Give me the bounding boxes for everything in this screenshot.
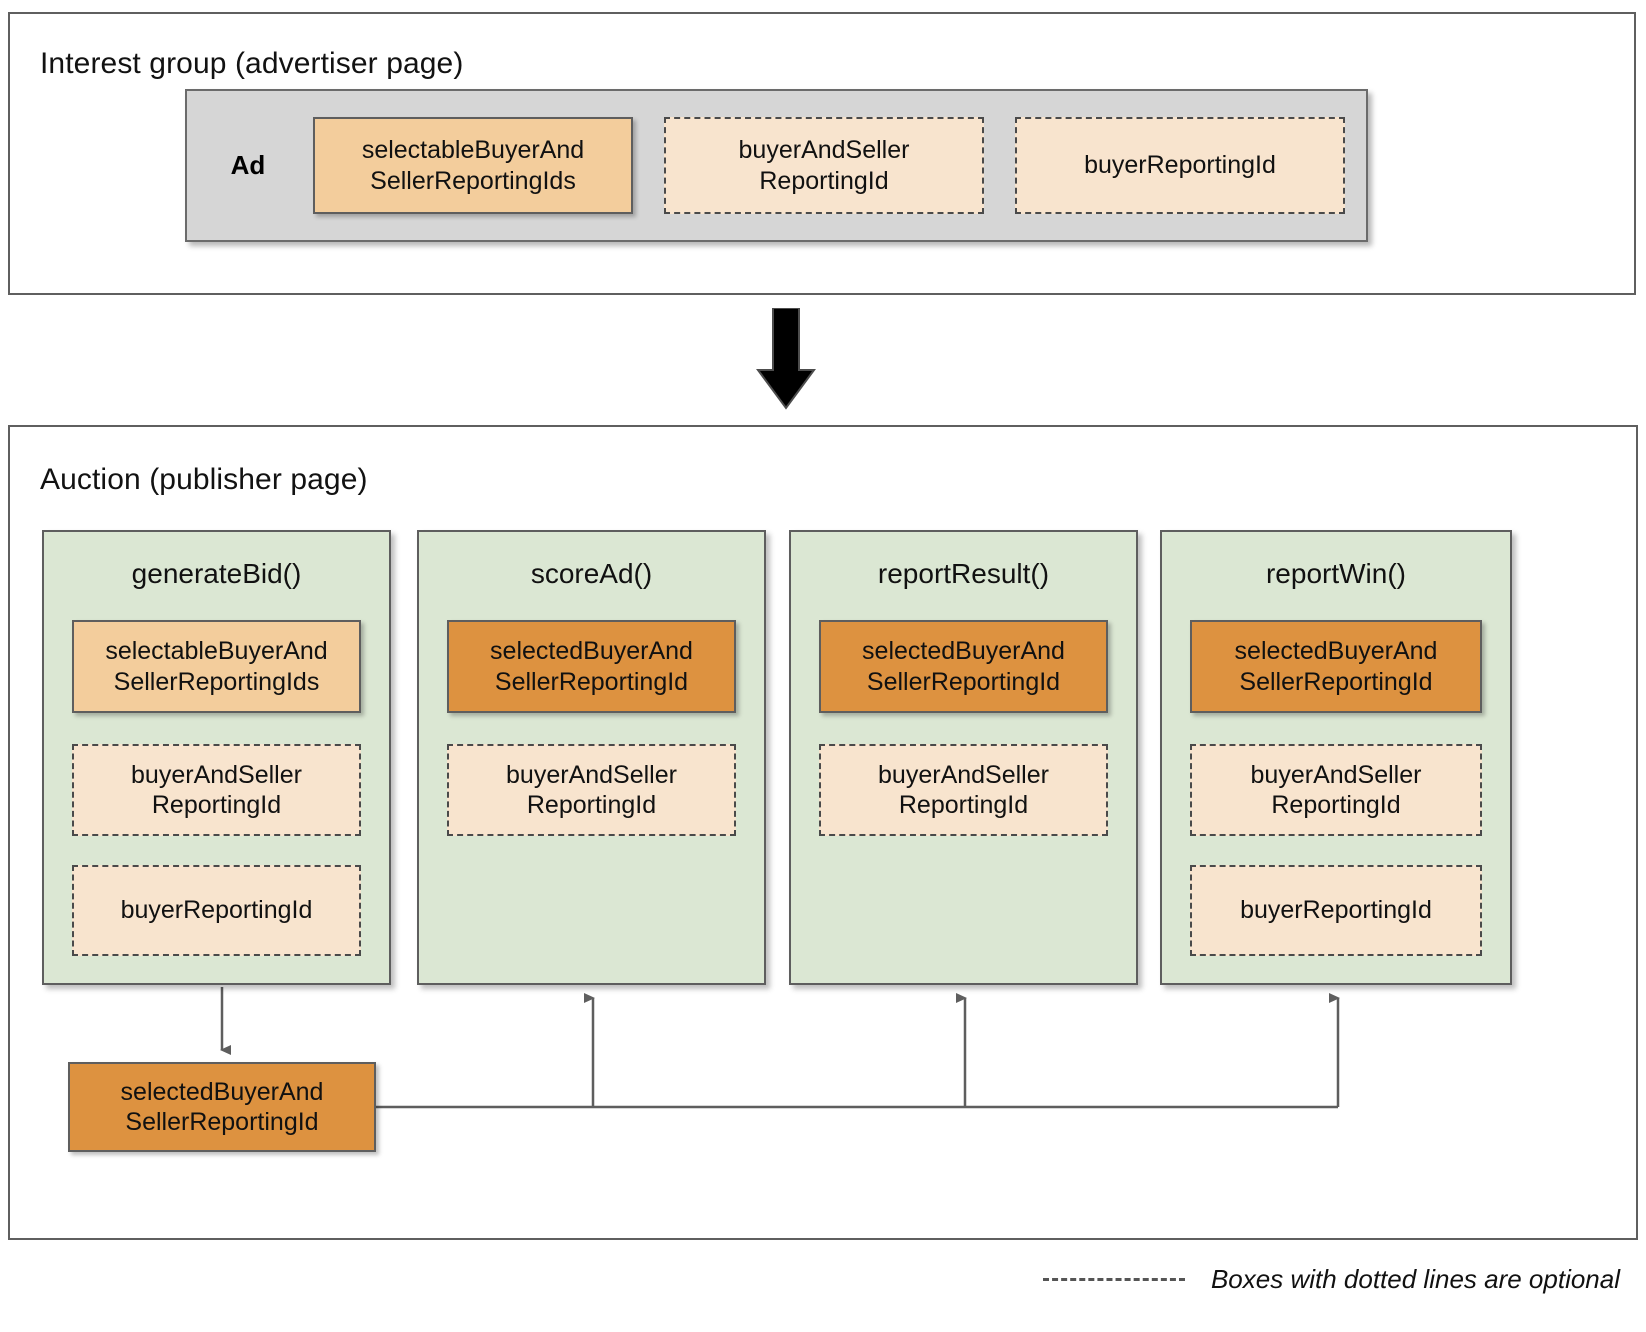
function-card-generatebid: generateBid() selectableBuyerAnd SellerR… <box>42 530 391 985</box>
auction-title: Auction (publisher page) <box>40 463 368 496</box>
function-title-reportresult: reportResult() <box>877 558 1050 589</box>
reportwin-field-buyer-reporting-id: buyerReportingId <box>1190 865 1482 956</box>
ad-field-buyer-reporting-id: buyerReportingId <box>1015 117 1345 214</box>
generatebid-field-buyer-reporting-id: buyerReportingId <box>72 865 361 956</box>
function-card-reportwin: reportWin() selectedBuyerAnd SellerRepor… <box>1160 530 1512 985</box>
legend-label: Boxes with dotted lines are optional <box>1210 1264 1620 1294</box>
selected-buyer-and-seller-reporting-id-box: selectedBuyerAnd SellerReportingId <box>68 1062 376 1152</box>
interest-group-title: Interest group (advertiser page) <box>40 47 464 80</box>
function-title-generatebid: generateBid() <box>131 558 302 589</box>
generatebid-field-selectable-buyer-and-seller-reporting-ids: selectableBuyerAnd SellerReportingIds <box>72 620 361 713</box>
reportresult-field-selected-buyer-and-seller-reporting-id: selectedBuyerAnd SellerReportingId <box>819 620 1108 713</box>
reportresult-field-buyer-and-seller-reporting-id: buyerAndSeller ReportingId <box>819 744 1108 836</box>
function-card-reportresult: reportResult() selectedBuyerAnd SellerRe… <box>789 530 1138 985</box>
scoread-field-buyer-and-seller-reporting-id: buyerAndSeller ReportingId <box>447 744 736 836</box>
ad-container: Ad selectableBuyerAnd SellerReportingIds… <box>185 89 1368 242</box>
function-card-scoread: scoreAd() selectedBuyerAnd SellerReporti… <box>417 530 766 985</box>
function-title-scoread: scoreAd() <box>530 558 653 589</box>
reportwin-field-selected-buyer-and-seller-reporting-id: selectedBuyerAnd SellerReportingId <box>1190 620 1482 713</box>
legend: Boxes with dotted lines are optional <box>880 1257 1620 1302</box>
dashed-line-swatch-icon <box>1042 1278 1185 1281</box>
down-arrow-icon <box>756 308 816 410</box>
function-title-reportwin: reportWin() <box>1265 558 1406 589</box>
generatebid-field-buyer-and-seller-reporting-id: buyerAndSeller ReportingId <box>72 744 361 836</box>
ad-field-buyer-and-seller-reporting-id: buyerAndSeller ReportingId <box>664 117 984 214</box>
ad-label: Ad <box>230 150 266 180</box>
ad-field-selectable-buyer-and-seller-reporting-ids: selectableBuyerAnd SellerReportingIds <box>313 117 633 214</box>
reportwin-field-buyer-and-seller-reporting-id: buyerAndSeller ReportingId <box>1190 744 1482 836</box>
ad-fields-row: selectableBuyerAnd SellerReportingIds bu… <box>313 117 1345 214</box>
scoread-field-selected-buyer-and-seller-reporting-id: selectedBuyerAnd SellerReportingId <box>447 620 736 713</box>
